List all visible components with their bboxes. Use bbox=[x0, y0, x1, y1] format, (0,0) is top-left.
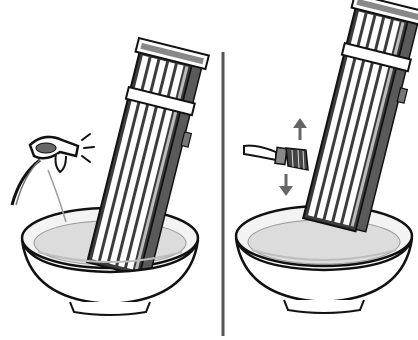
down-arrow-icon bbox=[279, 174, 293, 196]
left-panel bbox=[12, 38, 211, 315]
up-arrow-icon bbox=[293, 118, 307, 140]
brush-icon bbox=[244, 146, 308, 170]
right-filter-cartridge bbox=[299, 0, 418, 235]
right-panel bbox=[236, 0, 418, 313]
